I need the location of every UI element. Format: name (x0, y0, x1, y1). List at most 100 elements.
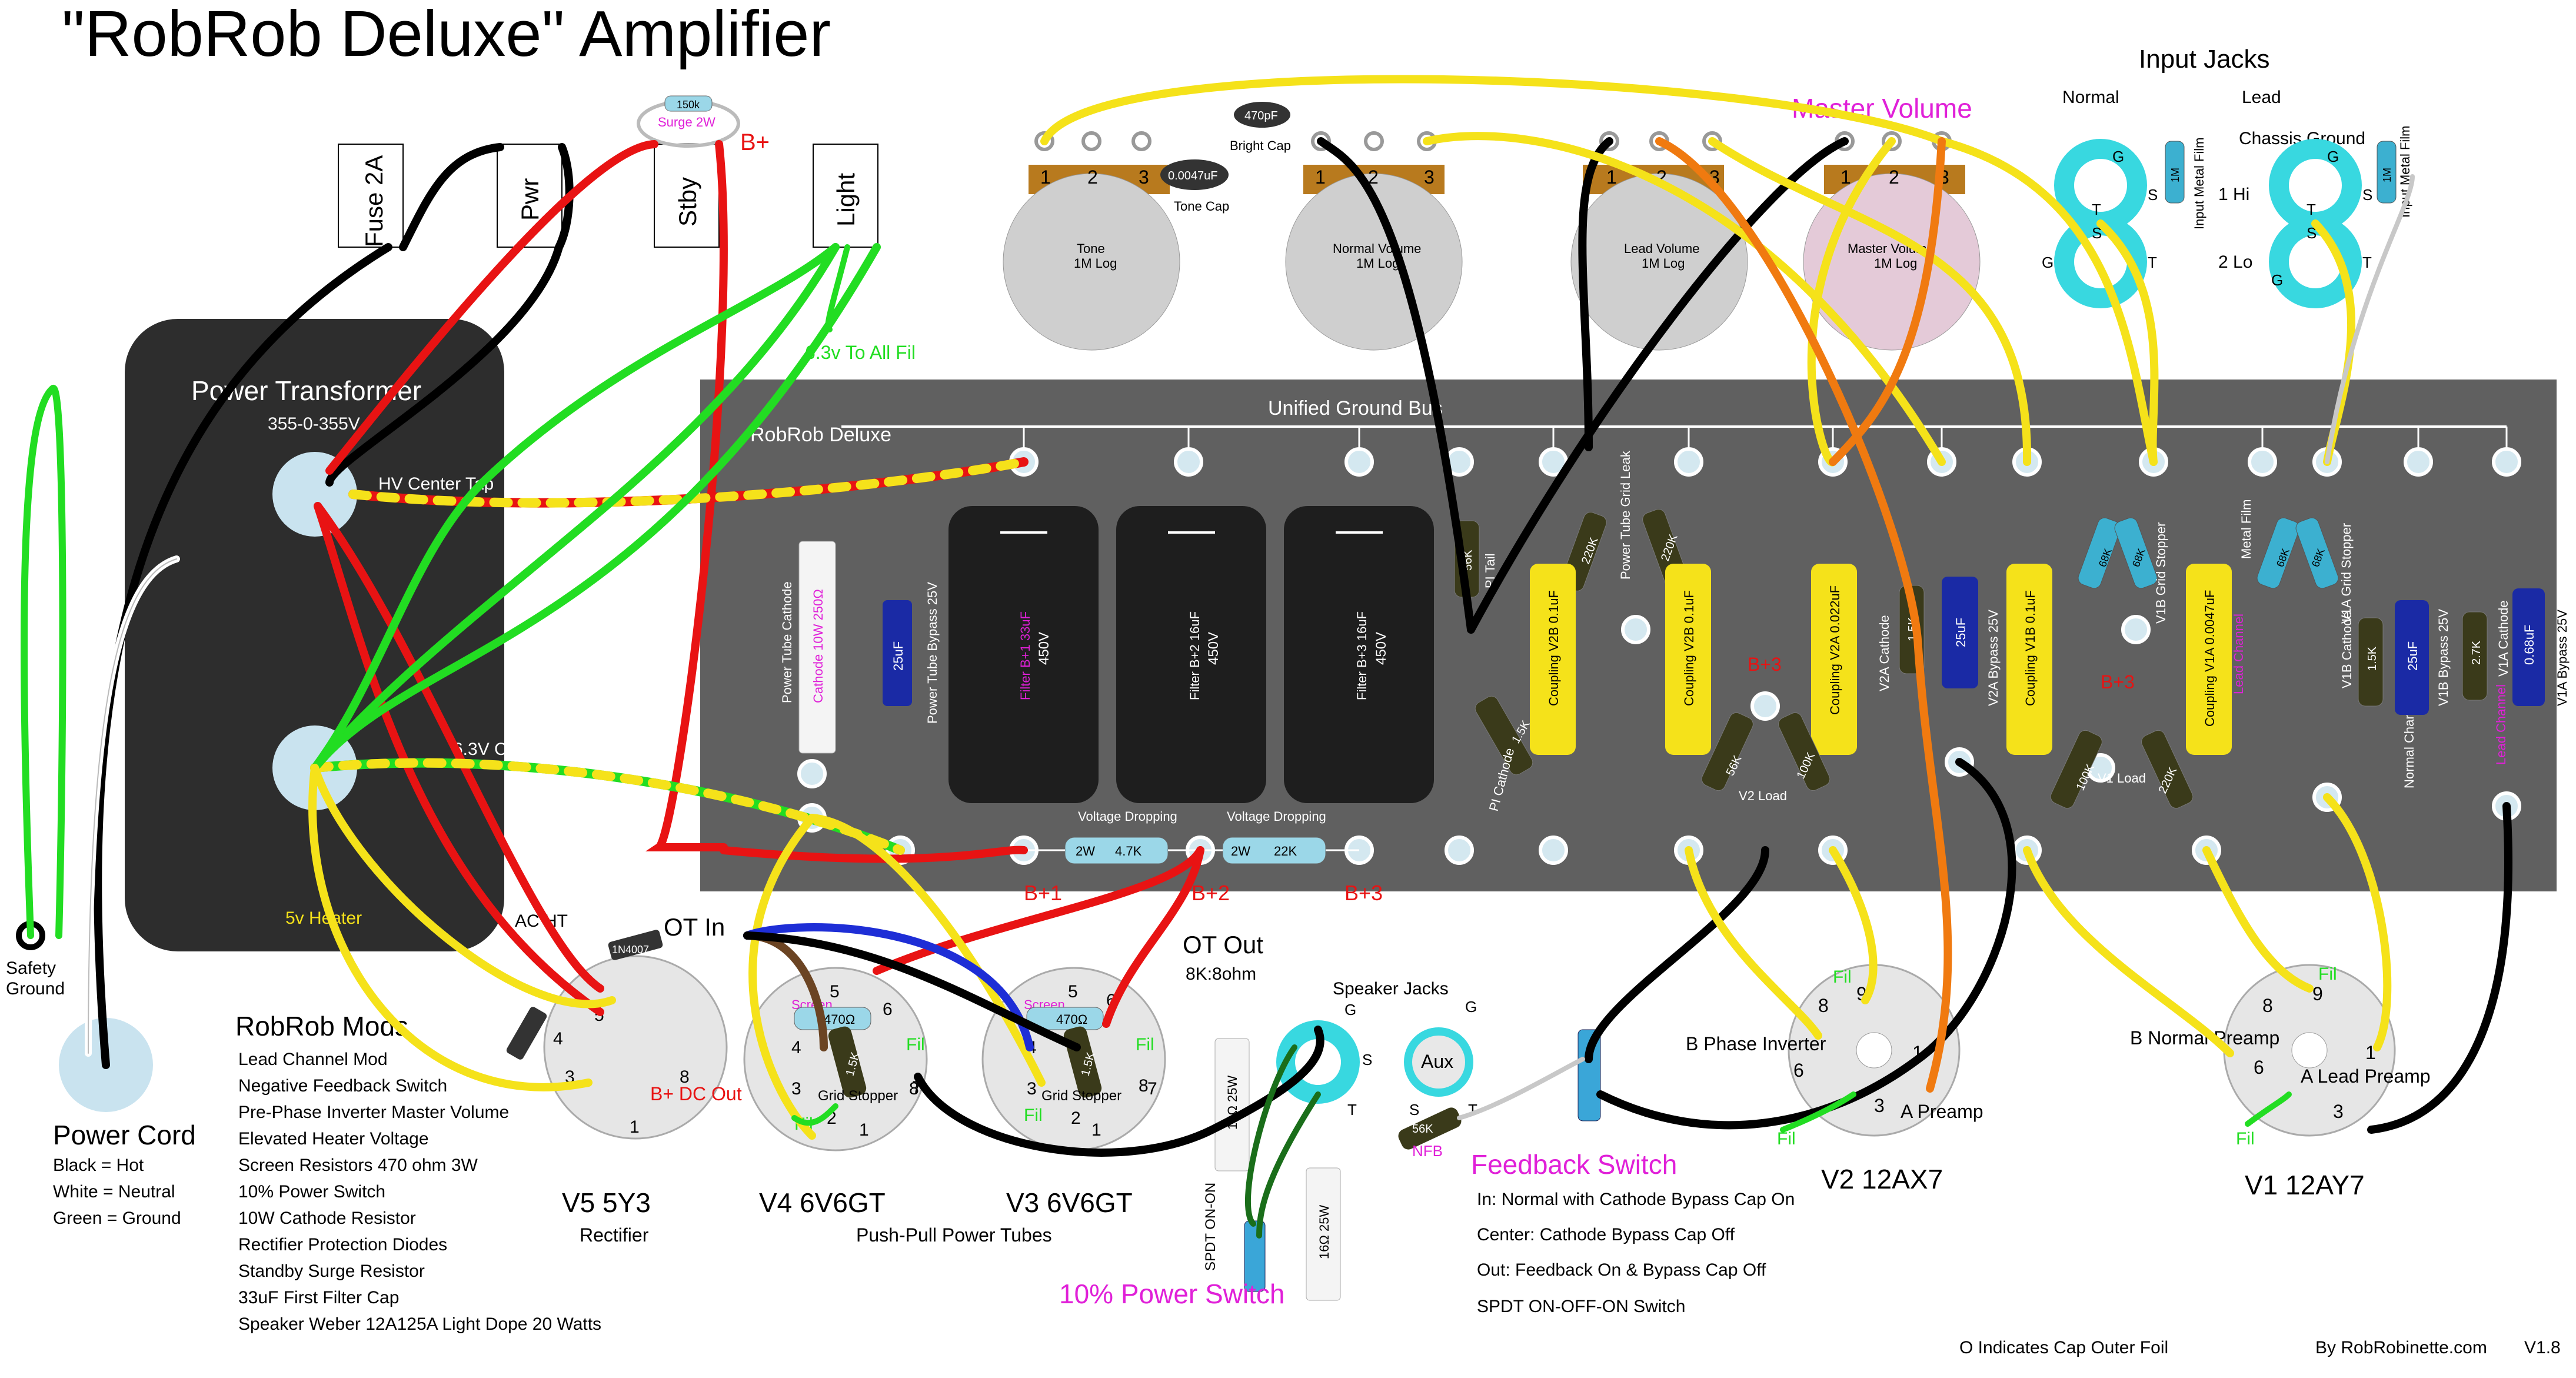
surge-resistor-value: 150k (677, 99, 700, 111)
v1-a-label: A Lead Preamp (2301, 1066, 2431, 1087)
mod-item: 33uF First Filter Cap (238, 1288, 399, 1307)
bplus-label: B+ (740, 129, 770, 155)
power-switch-10pct[interactable] (1244, 1220, 1266, 1292)
bright-cap-value: 470pF (1244, 109, 1278, 122)
feedback-switch-title: Feedback Switch (1471, 1149, 1677, 1180)
normal-pin-2: 2 (1368, 167, 1379, 188)
v1a-cathode-resistor (2462, 611, 2488, 701)
pilot-light-label: Light (832, 173, 860, 227)
credit: By RobRobinette.com (2315, 1338, 2487, 1357)
mod-item: Screen Resistors 470 ohm 3W (238, 1156, 478, 1175)
v1a-cathode-value: 2.7K (2470, 640, 2483, 665)
v1a-bypass-label: V1A Bypass 25V (2555, 610, 2570, 706)
normal-input-resistor-label: Input Metal Film (2192, 138, 2206, 230)
fuse-holder[interactable] (338, 144, 404, 248)
tone-pot[interactable] (1003, 173, 1180, 351)
v4-fil-right: Fil (906, 1035, 925, 1054)
speaker-t-label: T (1347, 1101, 1357, 1119)
lead-pin-1: 1 (1606, 167, 1617, 188)
voltage-dropping-1-label: Voltage Dropping (1078, 809, 1177, 824)
v4-grid-resistor (828, 1026, 867, 1098)
v5-bdc-out: B+ DC Out (650, 1083, 742, 1104)
tone-cap-value: 0.0047uF (1168, 169, 1218, 182)
board-name: RobRob Deluxe (750, 424, 891, 446)
dropping-resistor-2-watt: 2W (1231, 844, 1250, 858)
v3-name: V3 6V6GT (1006, 1187, 1133, 1218)
aux-speaker-jack[interactable] (1404, 1027, 1473, 1097)
v2a-bypass-cap (1942, 577, 1978, 688)
v2a-bypass-value: 25uF (1953, 618, 1968, 647)
mod-item: Speaker Weber 12A125A Light Dope 20 Watt… (238, 1314, 601, 1334)
power-cord-green: Green = Ground (53, 1209, 181, 1228)
lead-channel-label: Lead Channel (2231, 614, 2246, 694)
dropping-resistor-1-value: 4.7K (1115, 844, 1142, 858)
coupling-cap-5-label: Coupling V1A 0.0047uF (2202, 590, 2217, 727)
v3-pin-7: 7 (1147, 1079, 1157, 1099)
bright-cap (1234, 102, 1290, 128)
hi-input-label: 1 Hi (2218, 185, 2249, 204)
tone-pot-name: Tone (1077, 241, 1105, 256)
wiring (20, 75, 2512, 1239)
normal-input-resistor (2165, 141, 2185, 204)
feedback-line-1: In: Normal with Cathode Bypass Cap On (1477, 1190, 1795, 1209)
v4-pin-6: 6 (883, 1000, 893, 1019)
v1a-bypass-value: 0.68uF (2522, 625, 2537, 665)
normal-jack-1-s: S (2148, 186, 2158, 204)
master-volume-pot-taper: 1M Log (1874, 256, 1917, 271)
b1-label: B+1 (1024, 881, 1062, 905)
power-switch-label: Pwr (516, 178, 544, 221)
ground-bus-label: Unified Ground Bus (1268, 397, 1443, 420)
normal-jack-1-t: T (2092, 201, 2101, 218)
v1b-cathode-label: V1B Cathode (2339, 611, 2354, 688)
v1-fil-bottom: Fil (2236, 1129, 2255, 1149)
feedback-switch[interactable] (1577, 1029, 1601, 1121)
ot-out-spec: 8K:8ohm (1186, 964, 1256, 984)
metal-film-label: Metal Film (2239, 500, 2254, 559)
lead-volume-pot[interactable] (1570, 173, 1748, 351)
v2-name: V2 12AX7 (1821, 1164, 1943, 1194)
safety-ground-line-2: Ground (6, 979, 65, 998)
mods-title: RobRob Mods (235, 1011, 408, 1041)
v1b-bypass-cap (2395, 600, 2429, 715)
tone-pin-1: 1 (1040, 167, 1051, 188)
v4-pin-1: 1 (859, 1120, 869, 1140)
normal-volume-pot[interactable] (1285, 173, 1463, 351)
mod-item: Lead Channel Mod (238, 1050, 388, 1069)
heater-5v-label: 5v Heater (285, 908, 362, 928)
v3-pin-5: 5 (1068, 982, 1078, 1001)
normal-jack-2-g: G (2042, 254, 2054, 271)
surge-resistor (664, 95, 713, 112)
v5-diode-1-label: 1N4007 (612, 944, 649, 956)
v4-pin-3: 3 (791, 1079, 801, 1099)
v1a-cathode-label: V1A Cathode (2496, 600, 2511, 677)
nfb-label: NFB (1412, 1142, 1443, 1160)
v2a-cathode-label: V2A Cathode (1877, 615, 1892, 691)
power-cord-title: Power Cord (53, 1120, 196, 1150)
v1b-grid-stopper-label: V1B Grid Stopper (2154, 522, 2168, 624)
v4-pin-5: 5 (830, 982, 840, 1001)
power-tube-bypass-label: Power Tube Bypass 25V (925, 582, 940, 724)
mod-item: Rectifier Protection Diodes (238, 1235, 447, 1254)
v3-grid-stopper: Grid Stopper (1041, 1088, 1121, 1104)
v1-fil-top: Fil (2318, 964, 2337, 984)
lead-jack-1-t: T (2307, 201, 2316, 218)
lead-jack-2-g: G (2271, 271, 2283, 289)
v1-pin-8: 8 (2262, 995, 2273, 1016)
v4-pin-8: 8 (909, 1079, 919, 1099)
v2-pin-3: 3 (1874, 1095, 1885, 1116)
mod-item: Negative Feedback Switch (238, 1076, 447, 1096)
v1-pin-6: 6 (2254, 1057, 2264, 1078)
v1-pin-3: 3 (2333, 1101, 2344, 1122)
mod-item: Standby Surge Resistor (238, 1261, 425, 1281)
coupling-cap-3-label: Coupling V2A 0.022uF (1828, 585, 1842, 715)
pilot-light[interactable] (813, 144, 878, 248)
foil-note: O Indicates Cap Outer Foil (1959, 1338, 2168, 1357)
power-switch-title: 10% Power Switch (1059, 1279, 1285, 1309)
standby-switch-label: Stby (674, 177, 701, 227)
mod-item: Elevated Heater Voltage (238, 1129, 429, 1149)
dropping-resistor-1-watt: 2W (1076, 844, 1095, 858)
surge-resistor-label: Surge 2W (658, 115, 715, 129)
standby-switch[interactable] (654, 144, 720, 248)
v4-grid-stopper: Grid Stopper (818, 1088, 898, 1104)
v2-fil-bottom: Fil (1777, 1129, 1796, 1149)
